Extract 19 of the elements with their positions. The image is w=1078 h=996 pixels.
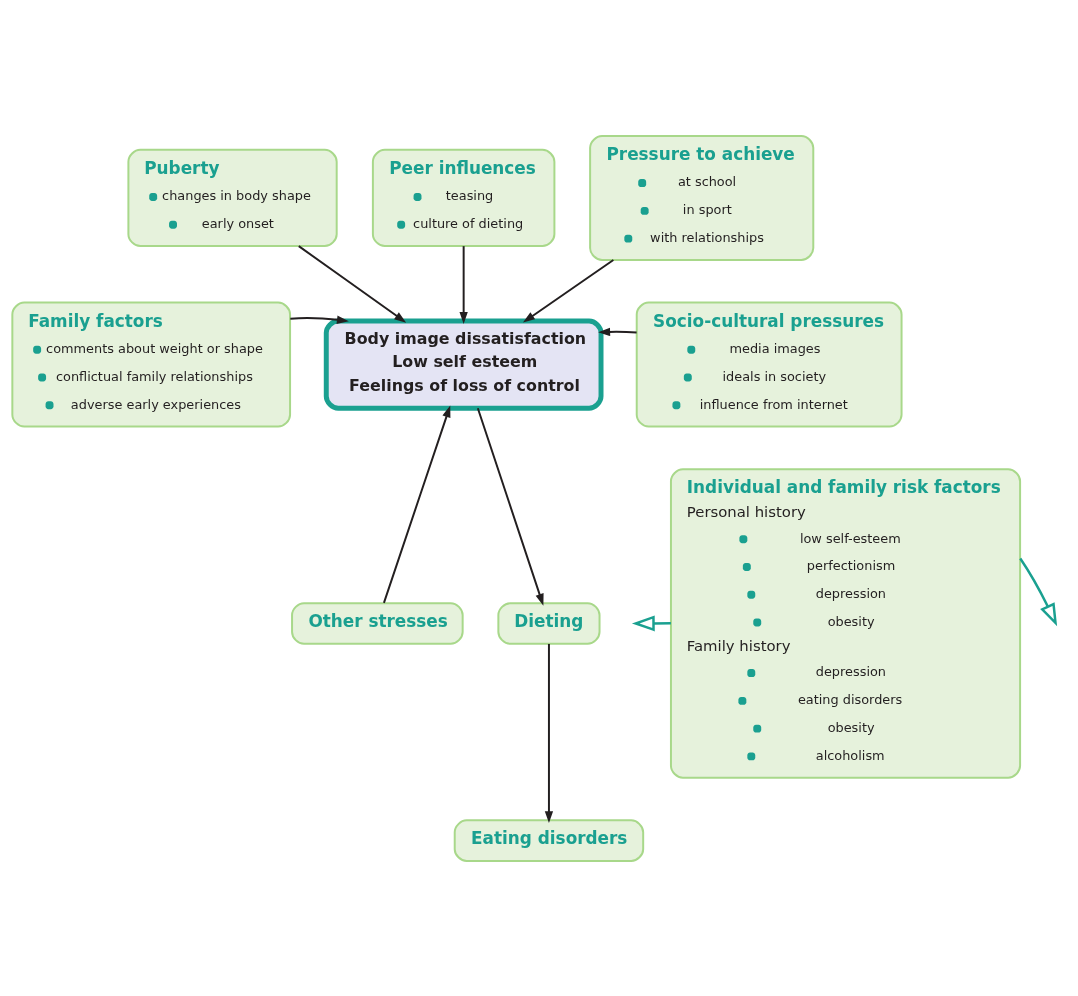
- arrow: [297, 244, 407, 323]
- node-box: Family factors comments about weight or shape conflictual family relationships adverse early experiences: [11, 301, 292, 428]
- arrow: [382, 404, 451, 604]
- node-box: Puberty changes in body shape early onset: [127, 148, 338, 247]
- node-box: Pressure to achieve at school in sport with relationships: [589, 134, 815, 261]
- node-box: Individual and family risk factors Personal history low self-esteem perfectionism depression obesity Family history depression eating disorders obesity alcoholism: [669, 467, 1022, 779]
- arrow: [598, 327, 638, 336]
- node-box: Socio-cultural pressures media images ideals in society influence from internet: [635, 301, 903, 428]
- node-box: Dieting: [497, 601, 601, 645]
- arrow: [544, 642, 554, 823]
- arrow: [289, 315, 349, 324]
- arrow: [522, 258, 615, 323]
- arrow: [459, 244, 468, 324]
- arrow: [1019, 557, 1058, 626]
- arrow: [476, 406, 544, 606]
- node-box: Other stresses: [291, 601, 464, 645]
- node-box: Peer influences teasing culture of dieting: [371, 148, 556, 247]
- node-box: Eating disorders: [453, 818, 645, 862]
- arrow: [631, 614, 671, 631]
